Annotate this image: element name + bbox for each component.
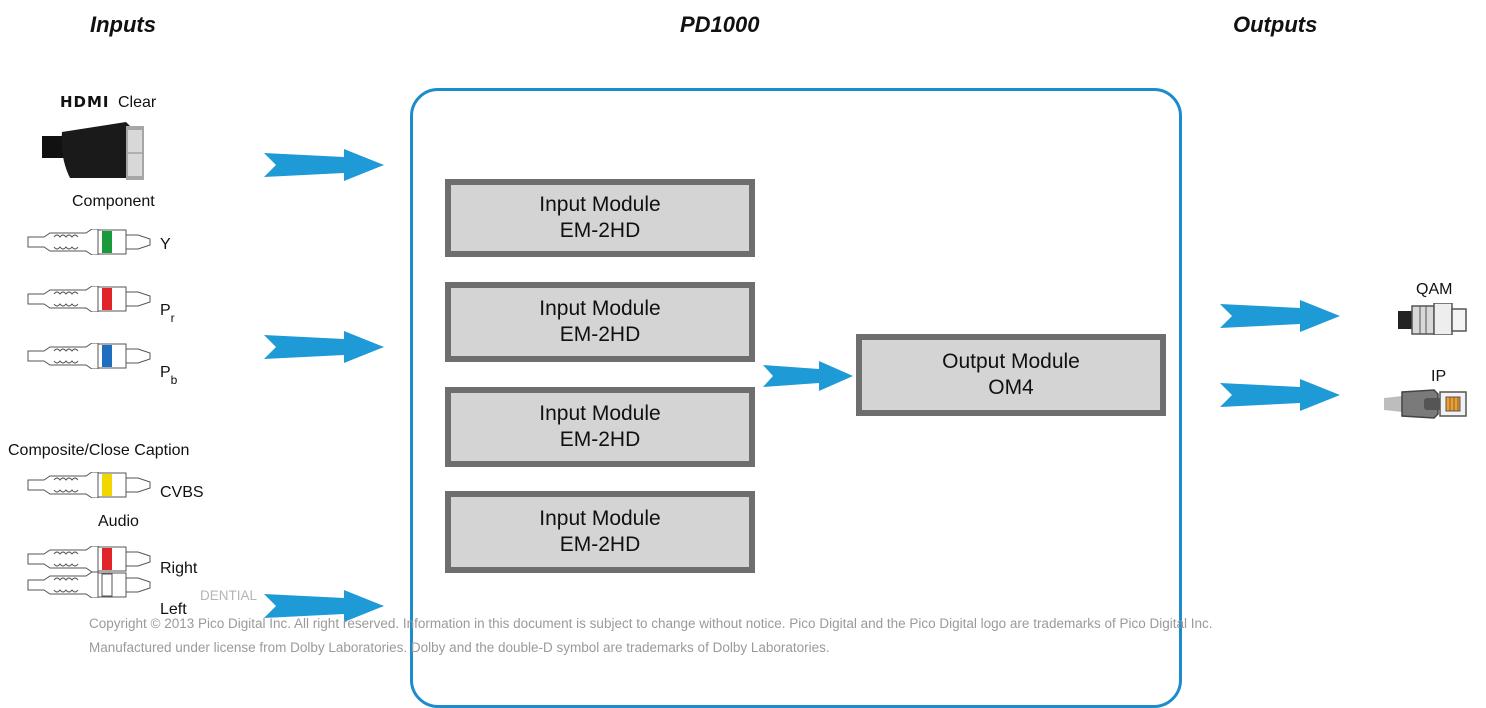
composite-title: Composite/Close Caption — [8, 442, 190, 459]
watermark: DENTIAL — [200, 588, 258, 603]
rca-plug-left-icon — [27, 572, 151, 598]
arrow-audio-icon — [264, 590, 384, 622]
copyright-line: Copyright © 2013 Pico Digital Inc. All r… — [89, 616, 1213, 631]
rca-plug-cvbs-icon — [27, 472, 151, 498]
arrow-qam-icon — [1220, 300, 1340, 332]
qam-label: QAM — [1416, 281, 1453, 298]
coax-f-connector-icon — [1398, 303, 1467, 335]
outputs-heading: Outputs — [1233, 12, 1318, 37]
ip-label: IP — [1431, 368, 1447, 385]
component-title: Component — [72, 193, 155, 210]
audio-left-label: Left — [160, 601, 187, 618]
rca-plug-pr-icon — [27, 286, 151, 312]
audio-title: Audio — [98, 513, 139, 530]
inputs-heading: Inputs — [90, 12, 156, 37]
arrow-hdmi-icon — [264, 149, 384, 181]
hdmi-label: Clear — [117, 94, 157, 111]
cvbs-label: CVBS — [160, 484, 204, 501]
component-pb-label: Pb — [160, 364, 178, 387]
audio-right-label: Right — [160, 560, 198, 577]
arrow-ip-icon — [1220, 379, 1340, 411]
arrow-component-icon — [264, 331, 384, 363]
rca-plug-right-icon — [27, 546, 151, 572]
hdmi-logo: HDMI — [60, 93, 110, 111]
arrow-to-output-icon — [763, 361, 853, 391]
component-pr-label: Pr — [160, 302, 175, 325]
rca-plug-pb-icon — [27, 343, 151, 369]
hdmi-input: HDMI Clear — [60, 93, 156, 112]
component-y-label: Y — [160, 236, 171, 253]
rca-plug-y-icon — [27, 229, 151, 255]
dolby-line: Manufactured under license from Dolby La… — [89, 640, 830, 655]
hdmi-connector-icon — [42, 122, 144, 180]
device-heading: PD1000 — [680, 12, 760, 37]
ethernet-rj45-icon — [1384, 389, 1467, 419]
